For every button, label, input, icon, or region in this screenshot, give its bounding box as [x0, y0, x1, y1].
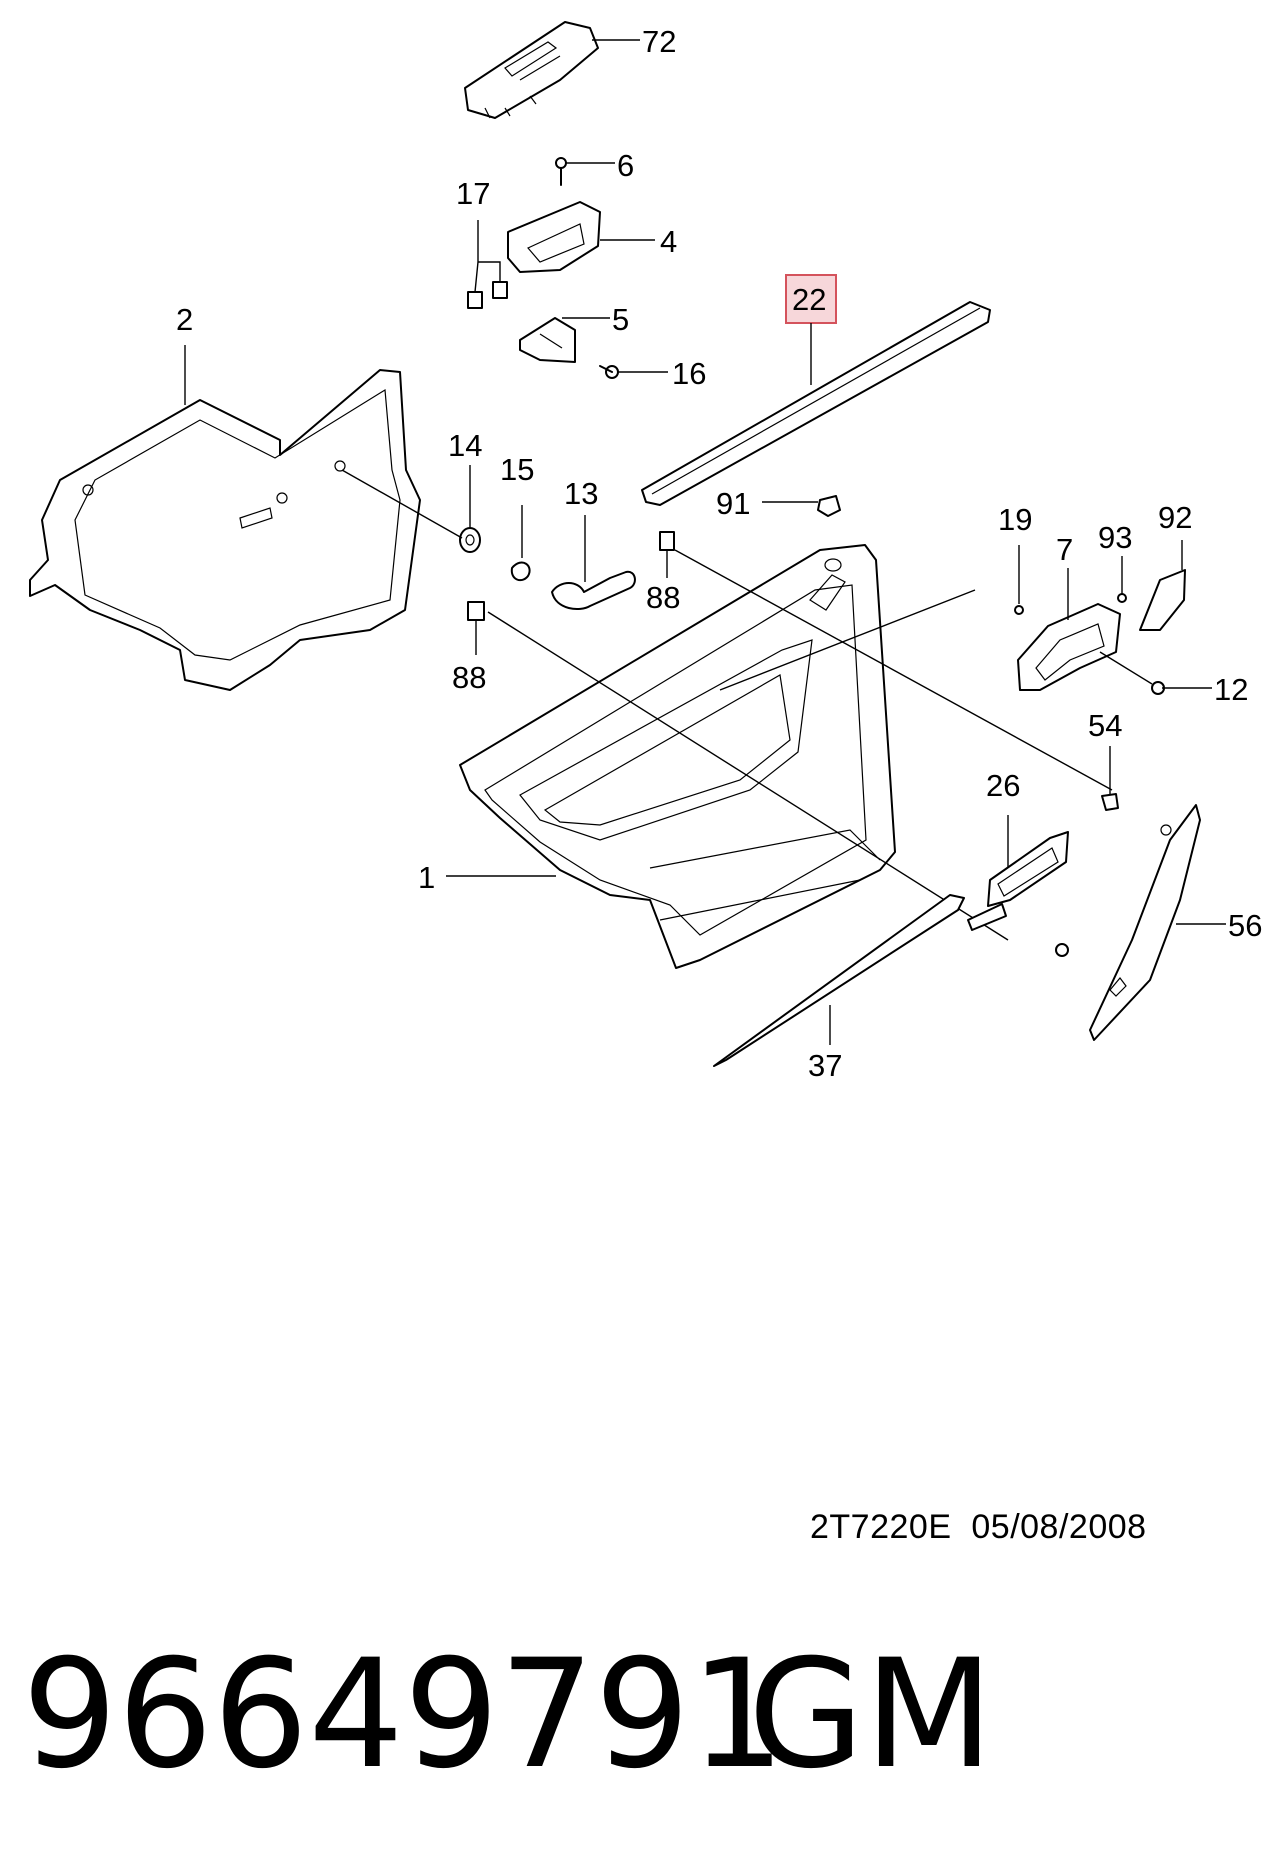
- part-5-bracket: [519, 317, 576, 363]
- part-26-grille: [967, 831, 1069, 931]
- part-13-window-crank: [551, 570, 636, 610]
- part-4-pull-cup: [507, 201, 601, 273]
- callout-4: 4: [660, 224, 677, 259]
- brand-label: GM: [748, 1628, 994, 1802]
- callout-19: 19: [998, 502, 1032, 537]
- part-93-screw: [1117, 593, 1127, 603]
- part-37-lower-molding: [713, 894, 965, 1067]
- part-number: 96649791: [22, 1628, 786, 1802]
- callout-15: 15: [500, 452, 534, 487]
- part-88-clip-lower: [467, 601, 485, 621]
- callout-88-lower: 88: [452, 660, 486, 695]
- callout-13: 13: [564, 476, 598, 511]
- callout-17: 17: [456, 176, 490, 211]
- drawing-code: 2T7220E 05/08/2008: [810, 1508, 1147, 1546]
- part-1-door-trim-panel: [459, 544, 896, 969]
- callout-92: 92: [1158, 500, 1192, 535]
- part-6-screw: [555, 157, 567, 186]
- part-17-clips: [467, 281, 508, 309]
- callout-91: 91: [716, 486, 750, 521]
- part-7-inside-handle: [1017, 603, 1121, 691]
- callout-56: 56: [1228, 908, 1262, 943]
- callout-12: 12: [1214, 672, 1248, 707]
- part-54-screw: [1101, 793, 1119, 811]
- part-92-cover-cap: [1139, 569, 1186, 631]
- callout-93: 93: [1098, 520, 1132, 555]
- callout-54: 54: [1088, 708, 1122, 743]
- part-14-washer: [459, 527, 481, 553]
- callout-1: 1: [418, 860, 435, 895]
- part-19-clip: [1014, 605, 1024, 615]
- part-88-clip-upper: [659, 531, 675, 551]
- part-15-clip: [510, 561, 531, 582]
- callout-37: 37: [808, 1048, 842, 1083]
- part-56-pillar-trim: [1089, 804, 1201, 1041]
- callout-5: 5: [612, 302, 629, 337]
- exploded-parts-diagram: 72 6 4 17 5 16 2: [29, 21, 1262, 1083]
- callout-6: 6: [617, 148, 634, 183]
- part-72-window-switch: [464, 21, 599, 119]
- callout-88-upper: 88: [646, 580, 680, 615]
- callout-72: 72: [642, 24, 676, 59]
- part-2-water-shield: [29, 369, 421, 691]
- callout-14: 14: [448, 428, 482, 463]
- callout-22: 22: [792, 282, 826, 317]
- callout-7: 7: [1056, 532, 1073, 567]
- part-16-screw: [599, 365, 619, 379]
- callout-16: 16: [672, 356, 706, 391]
- part-22-belt-molding: [641, 301, 991, 506]
- part-91-nut: [817, 495, 841, 517]
- callout-2: 2: [176, 302, 193, 337]
- callout-26: 26: [986, 768, 1020, 803]
- part-screw-lower: [1055, 943, 1069, 957]
